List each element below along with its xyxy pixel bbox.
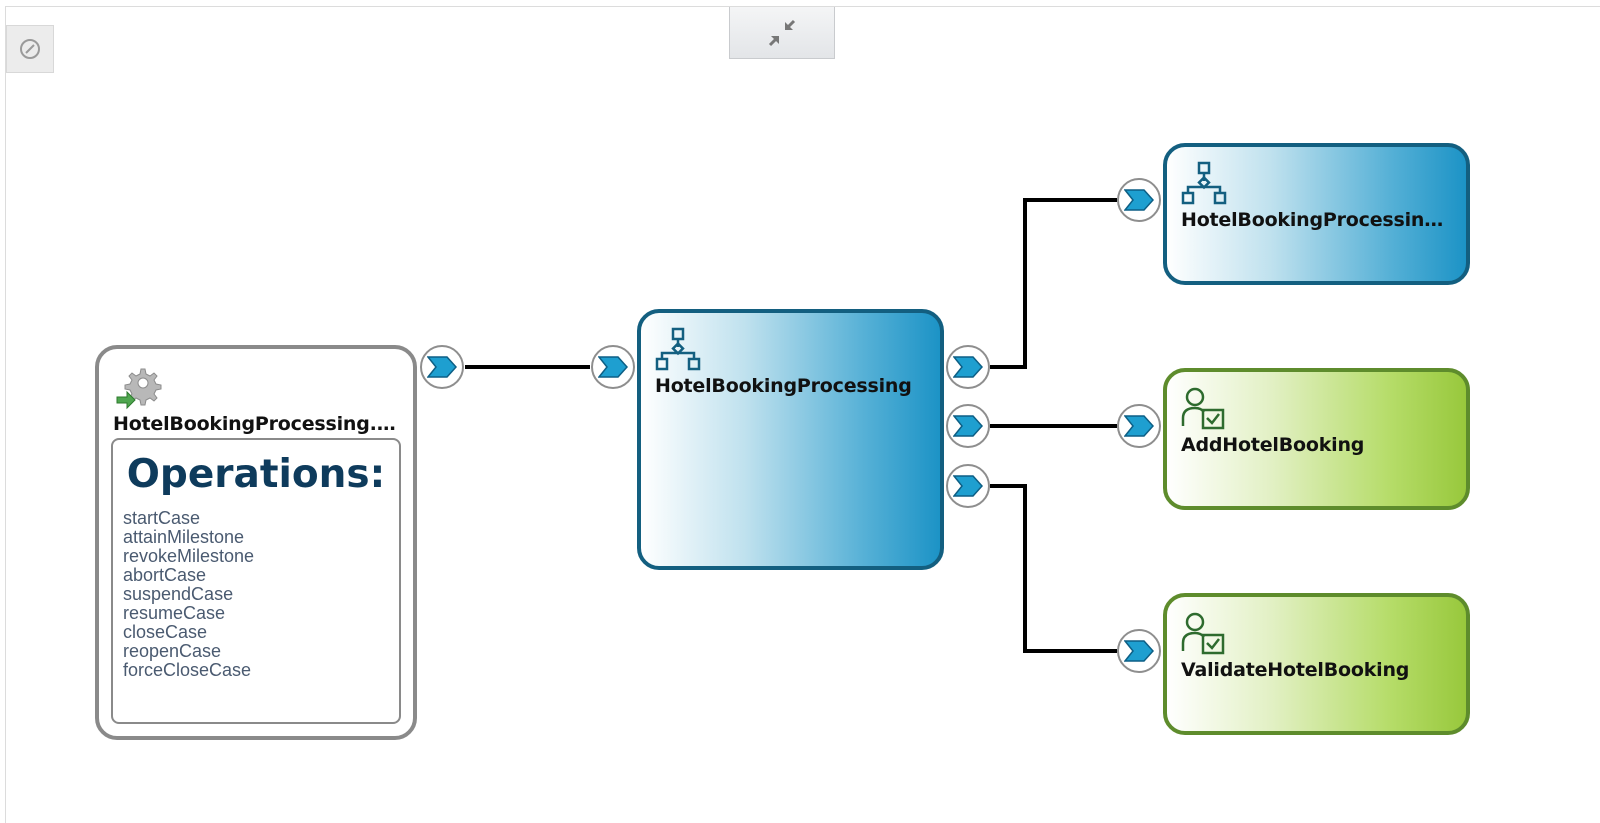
process-hierarchy-icon (1181, 161, 1227, 205)
operation-item[interactable]: revokeMilestone (123, 546, 255, 566)
operation-item[interactable]: reopenCase (123, 641, 222, 661)
chevron-right-icon (953, 475, 983, 497)
main-component-reference-port[interactable] (946, 404, 990, 448)
reference-node-add-hotel-booking[interactable]: AddHotelBooking (1163, 368, 1470, 510)
operations-panel: Operations: startCase attainMilestone re… (111, 438, 401, 724)
overview-button[interactable] (6, 25, 54, 73)
reference-title: HotelBookingProcessingR... (1181, 209, 1456, 231)
operation-item[interactable]: attainMilestone (123, 527, 245, 547)
reference-input-port[interactable] (1117, 178, 1161, 222)
reference-input-port[interactable] (1117, 404, 1161, 448)
operations-heading: Operations: (126, 452, 386, 497)
reference-input-port[interactable] (1117, 629, 1161, 673)
reference-title: ValidateHotelBooking (1181, 659, 1410, 681)
chevron-right-icon (953, 415, 983, 437)
reference-title: AddHotelBooking (1181, 434, 1365, 456)
collapse-arrows-icon (768, 19, 796, 46)
gear-arrow-icon (116, 368, 162, 410)
composite-canvas (5, 6, 1600, 823)
operation-item[interactable]: abortCase (123, 565, 207, 585)
chevron-right-icon (1124, 415, 1154, 437)
main-component-title: HotelBookingProcessing (655, 375, 912, 397)
chevron-right-icon (953, 356, 983, 378)
chevron-right-icon (598, 356, 628, 378)
service-node[interactable]: HotelBookingProcessing.ser... Operations… (95, 345, 417, 740)
reference-node-processing[interactable]: HotelBookingProcessingR... (1163, 143, 1470, 285)
compass-icon (20, 39, 40, 59)
service-title: HotelBookingProcessing.ser... (113, 413, 405, 435)
service-port[interactable] (420, 345, 464, 389)
operation-item[interactable]: suspendCase (123, 584, 234, 604)
operation-item[interactable]: startCase (123, 508, 201, 528)
main-component-reference-port[interactable] (946, 464, 990, 508)
operations-list: startCase attainMilestone revokeMileston… (123, 509, 399, 680)
human-task-icon (1181, 387, 1225, 430)
chevron-right-icon (1124, 640, 1154, 662)
operation-item[interactable]: resumeCase (123, 603, 226, 623)
operation-item[interactable]: forceCloseCase (123, 660, 252, 680)
main-component-node[interactable]: HotelBookingProcessing (637, 309, 944, 570)
reference-node-validate-hotel-booking[interactable]: ValidateHotelBooking (1163, 593, 1470, 735)
main-component-reference-port[interactable] (946, 345, 990, 389)
operation-item[interactable]: closeCase (123, 622, 208, 642)
chevron-right-icon (427, 356, 457, 378)
collapse-button[interactable] (729, 7, 835, 59)
process-hierarchy-icon (655, 327, 701, 371)
main-component-input-port[interactable] (591, 345, 635, 389)
human-task-icon (1181, 612, 1225, 655)
chevron-right-icon (1124, 189, 1154, 211)
